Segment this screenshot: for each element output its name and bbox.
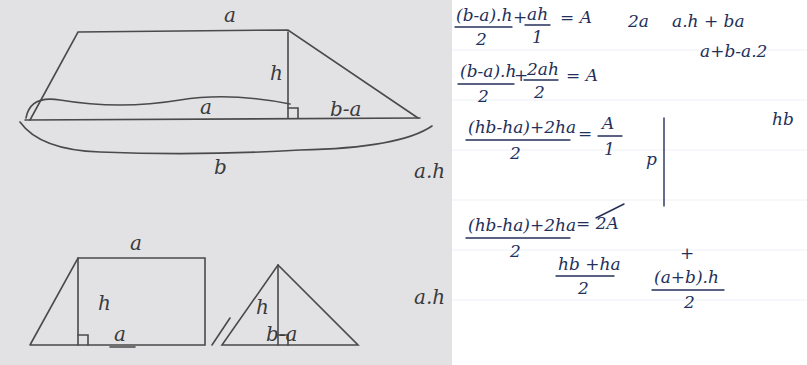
formula-part: +	[514, 66, 528, 85]
formula-part: (hb-ha)+2ha	[468, 118, 576, 137]
formula-part: =	[578, 124, 592, 143]
trapezoid-drawing	[20, 30, 432, 347]
height-label: h	[270, 62, 283, 84]
formula-part: = A	[560, 8, 592, 27]
area-label: a.h	[414, 160, 445, 182]
formula-part: 2	[534, 83, 545, 102]
formula-part: 2	[684, 293, 695, 312]
fraction-bars	[455, 25, 724, 290]
formula-part: 2	[510, 242, 521, 261]
side-label: a	[130, 232, 142, 254]
area-label: a.h	[414, 286, 445, 308]
page-grid	[452, 50, 807, 300]
formula-part: 2	[578, 279, 589, 298]
height-label: h	[98, 292, 111, 314]
formula-part: (b-a).h	[460, 62, 516, 81]
formula-part: 2a	[628, 12, 649, 31]
side-label: b-a	[330, 98, 361, 120]
formula-part: (a+b).h	[654, 268, 719, 287]
formula-part: 2	[478, 87, 489, 106]
formula-part: p	[646, 150, 657, 169]
formula-part: ah	[527, 5, 548, 24]
formula-part: 1	[604, 140, 615, 159]
formula-part: a+b-a.2	[700, 42, 767, 61]
side-label: a	[224, 4, 236, 26]
formula-part: +	[680, 244, 694, 263]
formula-part: 2ah	[527, 60, 559, 79]
paper-page	[452, 0, 807, 365]
formula-part: hb +ha	[558, 255, 621, 274]
formula-part: (hb-ha)+2ha	[468, 216, 576, 235]
formula-part: 2	[476, 30, 487, 49]
formula-part: a.h + ba	[672, 12, 745, 31]
paper-photo	[0, 0, 452, 365]
height-label: h	[256, 296, 269, 318]
side-label: a	[200, 96, 212, 118]
formula-part: +	[513, 8, 527, 27]
formula-part: = 2A	[576, 214, 619, 233]
formula-part: hb	[772, 110, 794, 129]
formula-part: (b-a).h	[456, 6, 512, 25]
formula-part: = A	[566, 66, 598, 85]
side-label: a	[114, 323, 126, 345]
side-label: b	[214, 156, 227, 178]
side-label: b-a	[266, 323, 297, 345]
formula-part: 2	[510, 144, 521, 163]
formula-part: 1	[532, 28, 543, 47]
formula-part: A	[602, 114, 614, 133]
